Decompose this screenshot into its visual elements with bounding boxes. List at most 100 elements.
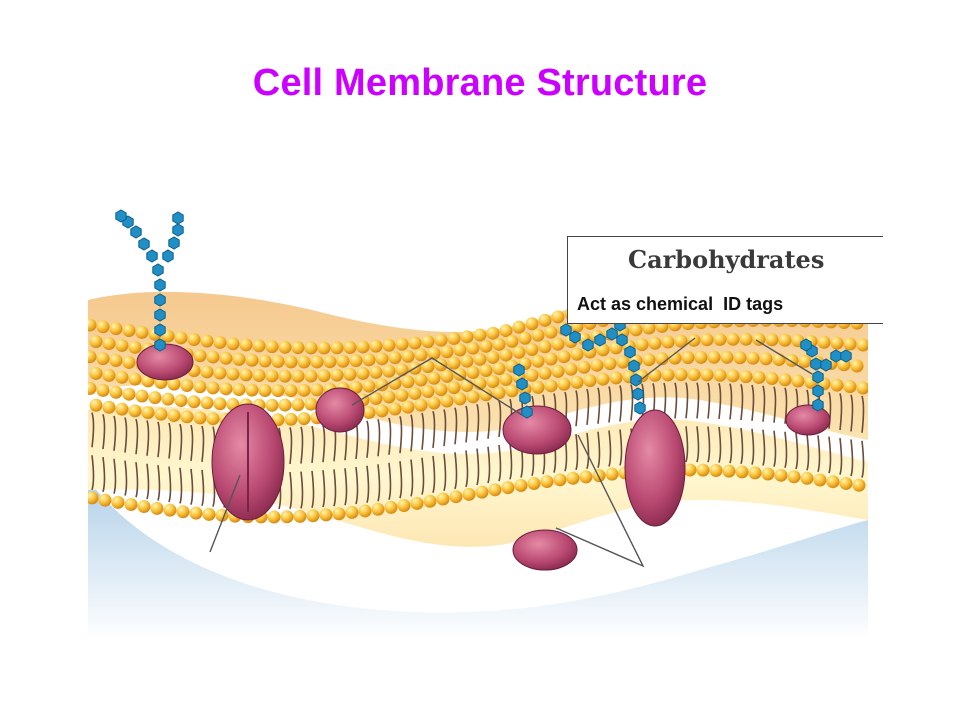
lipid-tail xyxy=(91,412,95,448)
carbohydrate-unit xyxy=(154,308,166,322)
phospholipid-head xyxy=(852,478,866,492)
phospholipid-head xyxy=(252,369,266,383)
phospholipid-head xyxy=(280,510,294,524)
phospholipid-head xyxy=(88,381,97,395)
phospholipid-head xyxy=(590,358,604,372)
lipid-tail xyxy=(465,450,469,488)
phospholipid-head xyxy=(148,391,162,405)
transmembrane-protein xyxy=(624,409,686,527)
phospholipid-head xyxy=(362,379,376,393)
phospholipid-head xyxy=(453,392,467,406)
lipid-tail xyxy=(740,384,744,421)
lipid-tail xyxy=(696,382,700,419)
lipid-tail xyxy=(498,444,502,482)
lipid-tail xyxy=(817,435,821,472)
phospholipid-head xyxy=(245,383,259,397)
phospholipid-head xyxy=(473,352,487,366)
lipid-tail xyxy=(113,458,117,494)
phospholipid-head xyxy=(109,353,123,367)
lipid-tail xyxy=(707,426,711,463)
lipid-tail xyxy=(707,382,711,419)
carbohydrate-unit xyxy=(812,370,824,384)
phospholipid-head xyxy=(488,483,502,497)
lipid-tail xyxy=(784,387,788,424)
phospholipid-head xyxy=(531,380,545,394)
phospholipid-head xyxy=(423,494,437,508)
phospholipid-head xyxy=(187,395,201,409)
phospholipid-head xyxy=(122,324,136,338)
lipid-tail xyxy=(795,432,799,470)
phospholipid-head xyxy=(258,354,272,368)
phospholipid-head xyxy=(245,353,259,367)
phospholipid-head xyxy=(174,394,188,408)
phospholipid-head xyxy=(856,338,868,352)
lipid-tail xyxy=(421,412,425,450)
lipid-tail xyxy=(421,457,425,495)
phospholipid-head xyxy=(89,398,103,412)
phospholipid-head xyxy=(330,368,344,382)
phospholipid-head xyxy=(713,368,727,382)
phospholipid-head xyxy=(174,331,188,345)
phospholipid-head xyxy=(96,320,110,334)
lipid-tail xyxy=(124,460,128,496)
phospholipid-head xyxy=(89,335,103,349)
phospholipid-head xyxy=(252,339,266,353)
phospholipid-head xyxy=(167,377,181,391)
glycoprotein-right xyxy=(785,404,831,436)
lipid-tail xyxy=(685,426,689,463)
phospholipid-head xyxy=(447,381,461,395)
lipid-tail xyxy=(751,428,755,465)
phospholipid-head xyxy=(408,336,422,350)
lipid-tail xyxy=(751,384,755,421)
phospholipid-head xyxy=(538,313,552,327)
lipid-tail xyxy=(146,420,150,456)
phospholipid-head xyxy=(369,339,383,353)
lipid-tail xyxy=(289,471,293,509)
phospholipid-head xyxy=(544,325,558,339)
phospholipid-head xyxy=(707,350,721,364)
phospholipid-head xyxy=(202,507,216,521)
carbohydrate-unit xyxy=(820,358,832,372)
phospholipid-head xyxy=(696,463,710,477)
phospholipid-head xyxy=(167,409,181,423)
carbohydrate-unit xyxy=(516,377,528,391)
leader-line-channel xyxy=(209,474,241,553)
lipid-tail xyxy=(366,465,370,503)
phospholipid-head xyxy=(553,473,567,487)
lipid-tail xyxy=(410,459,414,497)
lipid-tail xyxy=(674,382,678,419)
phospholipid-head xyxy=(850,359,864,373)
phospholipid-head xyxy=(427,346,441,360)
phospholipid-head xyxy=(382,390,396,404)
phospholipid-head xyxy=(843,337,857,351)
phospholipid-head xyxy=(661,335,675,349)
phospholipid-head xyxy=(291,341,305,355)
carbohydrate-unit xyxy=(513,363,525,377)
lipid-tail xyxy=(762,429,766,466)
phospholipid-head xyxy=(382,364,396,378)
phospholipid-head xyxy=(800,471,814,485)
phospholipid-head xyxy=(748,466,762,480)
phospholipid-head xyxy=(388,351,402,365)
phospholipid-head xyxy=(317,341,331,355)
phospholipid-head xyxy=(89,366,103,380)
callout-heading: Carbohydrates xyxy=(628,245,825,274)
phospholipid-head xyxy=(343,367,357,381)
phospholipid-head xyxy=(291,369,305,383)
phospholipid-head xyxy=(512,320,526,334)
leader-line-glycoprotein xyxy=(351,357,523,416)
lipid-tail xyxy=(784,431,788,468)
carbohydrate-unit xyxy=(519,391,531,405)
lipid-tail xyxy=(696,426,700,463)
lipid-tail xyxy=(476,403,480,441)
lipid-tail xyxy=(135,418,139,455)
carbohydrate-unit xyxy=(152,263,164,277)
carbohydrate-unit xyxy=(146,249,158,263)
phospholipid-head xyxy=(382,338,396,352)
phospholipid-head xyxy=(213,397,227,411)
phospholipid-head xyxy=(531,328,545,342)
lipid-tail xyxy=(806,434,810,471)
lipid-tail xyxy=(861,440,865,478)
phospholipid-head xyxy=(304,369,318,383)
phospholipid-head xyxy=(752,371,766,385)
